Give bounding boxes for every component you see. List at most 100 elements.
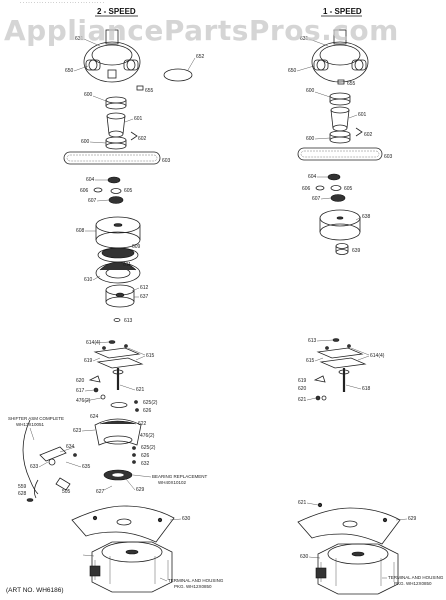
watermark: AppliancePartsPros.com bbox=[4, 14, 399, 47]
label-637: 613 bbox=[124, 318, 133, 324]
r-label-630: 630 bbox=[300, 554, 309, 560]
r-label-619: 619 bbox=[298, 378, 307, 384]
left-part-labels: 631 650 652 655 600 601 600 602 603 604 … bbox=[18, 36, 205, 557]
left-motor-630 bbox=[89, 541, 173, 593]
label-615: 619 bbox=[84, 358, 93, 364]
left-hub-611-612 bbox=[105, 284, 135, 308]
right-shaft-618 bbox=[313, 368, 350, 401]
left-belt-603 bbox=[63, 151, 161, 165]
label-614: 615 bbox=[146, 353, 155, 359]
right-sleeve-601 bbox=[330, 106, 350, 132]
label-655: 655 bbox=[145, 88, 154, 94]
label-611: 612 bbox=[140, 285, 149, 291]
terminal-housing-right-partno: PKG. WH12X0850 bbox=[394, 581, 432, 586]
right-cap-639 bbox=[335, 243, 349, 255]
left-clip-602 bbox=[130, 131, 138, 141]
label-600: 600 bbox=[84, 92, 93, 98]
left-pulley-604 bbox=[107, 176, 121, 184]
label-505: 559 bbox=[18, 484, 27, 490]
right-drum-638 bbox=[319, 209, 361, 241]
terminal-housing-left-title: TERMINAL AND HOUSING bbox=[168, 578, 224, 583]
right-pump bbox=[311, 29, 369, 83]
label-635: 633 bbox=[30, 464, 39, 470]
left-coupling-600 bbox=[105, 96, 127, 110]
left-ring-605 bbox=[110, 188, 122, 194]
header-1-speed: 1 - SPEED bbox=[323, 7, 362, 16]
r-label-621b: 621 bbox=[298, 500, 307, 506]
label-627: 629 bbox=[136, 487, 145, 493]
label-626b: 632 bbox=[141, 461, 150, 467]
label-476b: 625(2) bbox=[141, 445, 156, 451]
shifter-asm-partno: WH13X10051 bbox=[16, 422, 45, 427]
callouts: SHIFTER ASM COMPLETE WH13X10051 BEARING … bbox=[8, 416, 444, 589]
right-nut-655 bbox=[337, 79, 345, 85]
r-label-618: 618 bbox=[362, 386, 371, 392]
r-label-602: 602 bbox=[364, 132, 373, 138]
label-625b: 626 bbox=[141, 453, 150, 459]
r-label-613: 613 bbox=[308, 338, 317, 344]
r-label-614: 614(4) bbox=[370, 353, 385, 359]
left-gearbox-upper bbox=[93, 340, 144, 369]
left-nut-655 bbox=[136, 85, 144, 91]
label-613: 614(4) bbox=[86, 340, 101, 346]
label-476a: 625(2) bbox=[143, 400, 158, 406]
left-bearing-607 bbox=[108, 196, 124, 204]
label-623: 476(2) bbox=[140, 433, 155, 439]
label-622: 623 bbox=[73, 428, 82, 434]
label-633: 505 bbox=[62, 489, 71, 495]
r-label-655: 655 bbox=[347, 81, 356, 87]
right-mount-plate-629 bbox=[297, 502, 401, 545]
bearing-replacement-partno: WH40X10102 bbox=[158, 480, 187, 485]
label-619: 620 bbox=[76, 378, 85, 384]
label-629: 630 bbox=[182, 516, 191, 522]
right-coupling-600b bbox=[329, 127, 363, 144]
r-label-607: 607 bbox=[312, 196, 321, 202]
label-600b: 600 bbox=[81, 139, 90, 145]
label-608: 609 bbox=[132, 244, 141, 250]
left-coupling-600b bbox=[105, 136, 127, 150]
r-label-650: 650 bbox=[288, 68, 297, 74]
right-belt-603 bbox=[297, 147, 383, 161]
r-label-615: 615 bbox=[306, 358, 315, 364]
label-602: 602 bbox=[138, 136, 147, 142]
label-634: 635 bbox=[82, 464, 91, 470]
label-606a: 606 bbox=[80, 188, 89, 194]
label-617: 621 bbox=[136, 387, 145, 393]
left-ring-652 bbox=[163, 68, 193, 82]
r-label-620: 620 bbox=[298, 386, 307, 392]
label-605: 605 bbox=[124, 188, 133, 194]
top-cropped-text: · · · · · · · · · · · · · · · · · · · · … bbox=[20, 0, 104, 5]
right-motor-630 bbox=[315, 543, 399, 595]
label-652: 652 bbox=[196, 54, 205, 60]
r-label-621: 621 bbox=[298, 397, 307, 403]
label-621: 476(2) bbox=[76, 398, 91, 404]
label-606: 608 bbox=[76, 228, 85, 234]
left-pin-637 bbox=[113, 318, 121, 322]
label-620: 617 bbox=[76, 388, 85, 394]
right-part-labels: 631 650 655 600 601 600 602 603 604 606 … bbox=[288, 36, 417, 560]
label-607: 607 bbox=[88, 198, 97, 204]
r-label-606: 606 bbox=[302, 186, 311, 192]
label-624: 622 bbox=[138, 421, 147, 427]
shifter-asm-title: SHIFTER ASM COMPLETE bbox=[8, 416, 64, 421]
label-603: 603 bbox=[162, 158, 171, 164]
label-631: 631 bbox=[75, 36, 84, 42]
r-label-604: 604 bbox=[308, 174, 317, 180]
label-604: 604 bbox=[86, 177, 95, 183]
r-label-638: 638 bbox=[362, 214, 371, 220]
left-gear-stack bbox=[94, 400, 142, 464]
bearing-replacement-title: BEARING REPLACEMENT bbox=[152, 474, 208, 479]
left-pump bbox=[83, 29, 141, 83]
right-gearbox-upper bbox=[316, 338, 367, 369]
r-label-629: 629 bbox=[408, 516, 417, 522]
r-label-603: 603 bbox=[384, 154, 393, 160]
right-pulley-604 bbox=[315, 173, 346, 202]
terminal-housing-right-title: TERMINAL AND HOUSING bbox=[388, 575, 444, 580]
art-number: (ART NO. WH6186) bbox=[6, 587, 64, 594]
left-bearing-627 bbox=[103, 469, 133, 491]
label-609: 610 bbox=[84, 277, 93, 283]
left-washer-606 bbox=[93, 187, 103, 193]
label-626: 624 bbox=[90, 414, 99, 420]
